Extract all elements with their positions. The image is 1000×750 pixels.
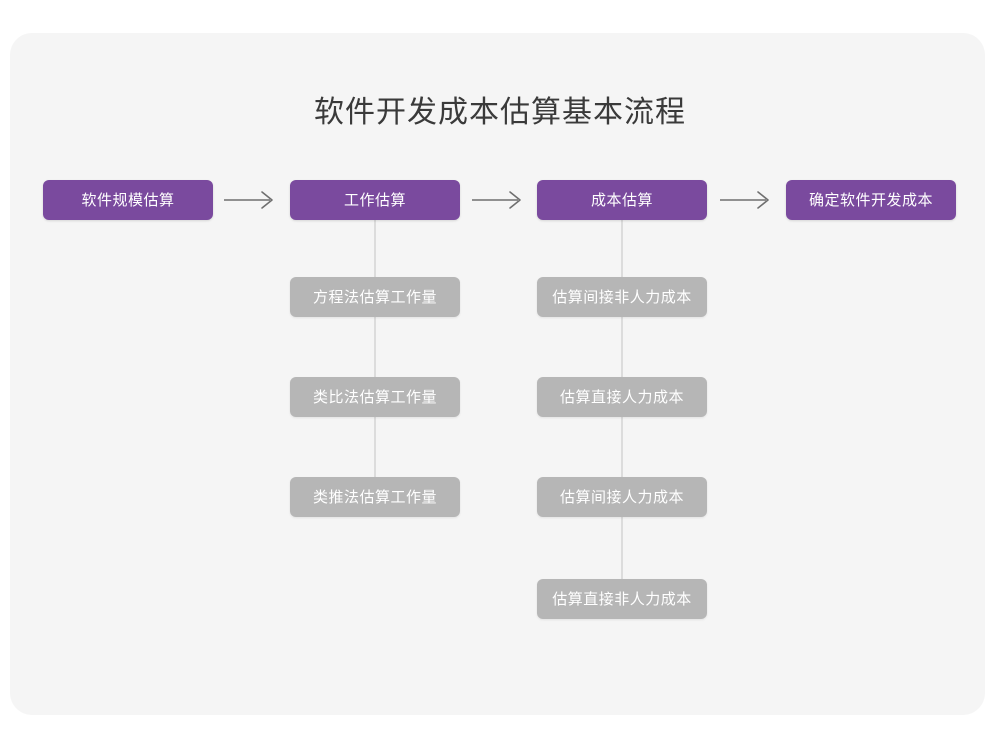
flow-node-stage-4[interactable]: 确定软件开发成本 [786, 180, 956, 220]
flow-node-stage-3[interactable]: 成本估算 [537, 180, 707, 220]
flow-node-stage-1[interactable]: 软件规模估算 [43, 180, 213, 220]
diagram-card [10, 33, 985, 715]
flow-node-stage-2[interactable]: 工作估算 [290, 180, 460, 220]
flow-subnode-stage-3-2[interactable]: 估算直接人力成本 [537, 377, 707, 417]
flow-subnode-stage-2-3[interactable]: 类推法估算工作量 [290, 477, 460, 517]
flow-subnode-stage-3-1[interactable]: 估算间接非人力成本 [537, 277, 707, 317]
connector-line-stage-2 [374, 219, 376, 479]
flow-subnode-stage-3-4[interactable]: 估算直接非人力成本 [537, 579, 707, 619]
long-right-arrow-icon-3 [718, 187, 776, 213]
page-title: 软件开发成本估算基本流程 [314, 96, 686, 129]
flow-subnode-stage-2-2[interactable]: 类比法估算工作量 [290, 377, 460, 417]
long-right-arrow-icon-2 [470, 187, 528, 213]
flow-subnode-stage-3-3[interactable]: 估算间接人力成本 [537, 477, 707, 517]
flow-subnode-stage-2-1[interactable]: 方程法估算工作量 [290, 277, 460, 317]
long-right-arrow-icon-1 [222, 187, 280, 213]
